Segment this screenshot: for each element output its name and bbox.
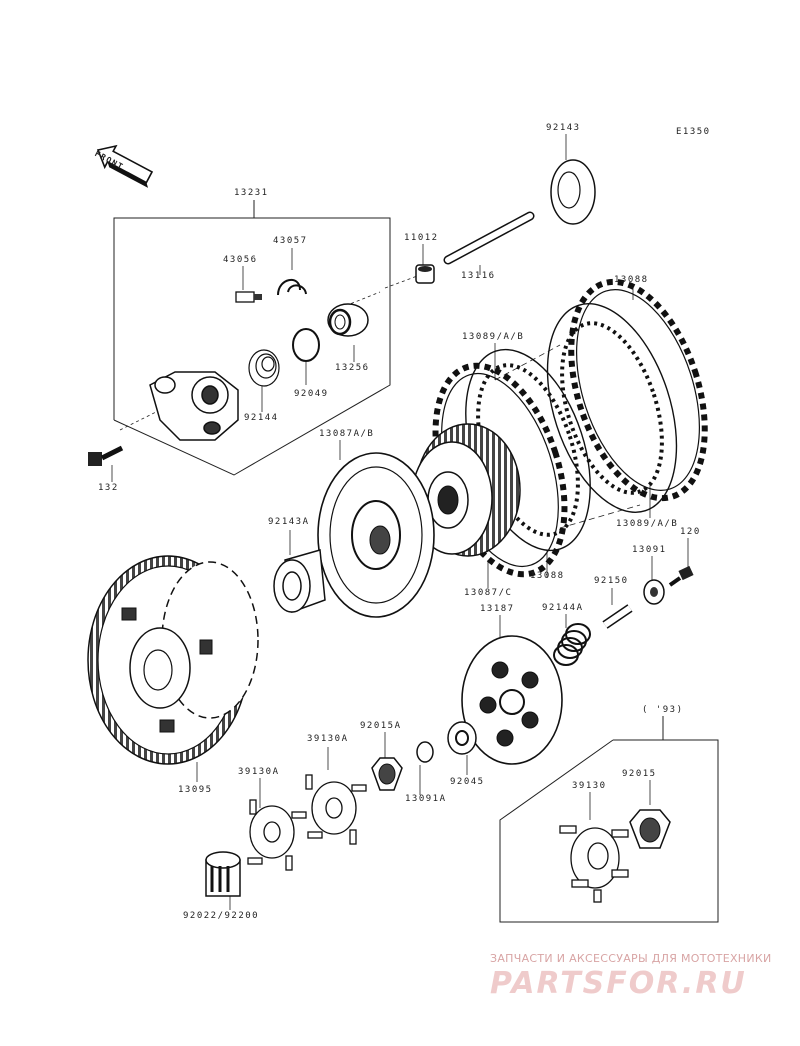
label-43057: 43057 <box>273 236 308 246</box>
label-13089ab-bottom: 13089/A/B <box>616 519 679 529</box>
part-92022-needle-bearing <box>205 851 241 897</box>
part-13088-friction-plate-top <box>568 278 708 502</box>
label-92049: 92049 <box>294 389 329 399</box>
label-13231: 13231 <box>234 188 269 198</box>
part-43057-clip <box>277 279 307 296</box>
label-13256: 13256 <box>335 363 370 373</box>
label-92143a: 92143A <box>268 517 310 527</box>
label-13091a: 13091A <box>405 794 447 804</box>
label-13087ab: 13087A/B <box>319 429 375 439</box>
label-39130a-2: 39130A <box>307 734 349 744</box>
label-92143: 92143 <box>546 123 581 133</box>
label-13088-bottom: 13088 <box>530 571 565 581</box>
part-92150-pin <box>602 604 633 629</box>
label-120: 120 <box>680 527 701 537</box>
label-92144a: 92144A <box>542 603 584 613</box>
label-92150: 92150 <box>594 576 629 586</box>
label-43056: 43056 <box>223 255 258 265</box>
label-13116: 13116 <box>461 271 496 281</box>
label-39130a-1: 39130A <box>238 767 280 777</box>
part-92144-spring <box>248 349 280 387</box>
label-132: 132 <box>98 483 119 493</box>
part-120-bolt <box>668 565 694 587</box>
label-13087c: 13087/C <box>464 588 513 598</box>
watermark-tagline: ЗАПЧАСТИ И АКСЕССУАРЫ ДЛЯ МОТОТЕХНИКИ <box>490 952 772 965</box>
label-13088-top: 13088 <box>614 275 649 285</box>
part-11012-bushing <box>415 264 435 284</box>
assembly-bracket-13231 <box>113 200 391 476</box>
part-92143a-collar <box>273 549 326 614</box>
part-13095-clutch-housing <box>87 555 259 765</box>
part-13089-steel-plate-top <box>546 303 678 513</box>
part-92015a-nut <box>371 757 403 791</box>
label-39130: 39130 <box>572 781 607 791</box>
year-note: ( '93) <box>642 705 684 715</box>
label-92144: 92144 <box>244 413 279 423</box>
part-13087c-clutch-hub <box>411 423 521 557</box>
part-13256-bearing <box>327 303 369 337</box>
part-92049-oring <box>292 328 320 362</box>
part-92045-bearing <box>447 721 477 755</box>
part-39130-lock-washer <box>559 825 629 903</box>
label-11012: 11012 <box>404 233 439 243</box>
label-92015: 92015 <box>622 769 657 779</box>
part-92015-nut <box>629 809 671 849</box>
part-92143-seal <box>550 159 596 225</box>
front-arrow-icon <box>96 144 154 188</box>
part-43056-bleeder <box>235 291 262 303</box>
label-92045: 92045 <box>450 777 485 787</box>
label-13091: 13091 <box>632 545 667 555</box>
part-13187-spring-plate <box>461 635 563 765</box>
part-13087ab-pressure-plate <box>317 452 435 618</box>
part-92144a-spring <box>553 623 591 666</box>
label-13187: 13187 <box>480 604 515 614</box>
part-13091-washer <box>643 579 665 605</box>
label-92015a: 92015A <box>360 721 402 731</box>
part-13116-pushrod <box>443 211 535 265</box>
part-132-bolt <box>88 445 124 466</box>
assembly-bracket-93 <box>499 716 719 923</box>
part-13091a-washer <box>416 741 434 763</box>
label-13095: 13095 <box>178 785 213 795</box>
part-39130a-lock-washer-1 <box>305 774 367 845</box>
part-slave-cylinder-body <box>149 371 239 441</box>
diagram-code: E1350 <box>676 127 711 137</box>
part-39130a-lock-washer-2 <box>247 799 307 871</box>
watermark-logo: PARTSFOR.RU <box>490 966 747 1001</box>
label-92022-92200: 92022/92200 <box>183 911 260 921</box>
label-13089ab-top: 13089/A/B <box>462 332 525 342</box>
